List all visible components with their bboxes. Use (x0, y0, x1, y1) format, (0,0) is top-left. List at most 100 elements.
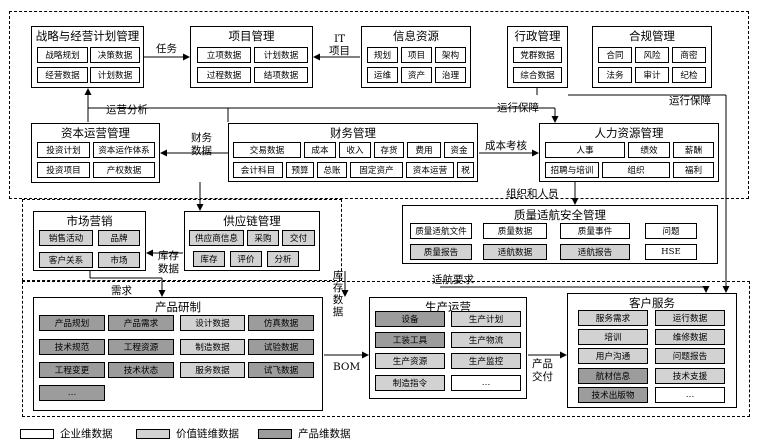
marketing-cell: 市场 (98, 252, 140, 268)
project-cell: 计划数据 (254, 47, 308, 63)
quality-cell: HSE (645, 244, 697, 260)
compliance-cell: 纪检 (672, 67, 706, 83)
rd-cell: 工程变更 (39, 362, 105, 378)
rd-cell: 产品需求 (108, 315, 174, 331)
capital-cell: 资本运作体系 (93, 142, 155, 158)
compliance-cell: 审计 (635, 67, 669, 83)
customer-cell: 维修数据 (655, 329, 725, 345)
rd-cell: 仿真数据 (248, 315, 314, 331)
rd-cell: 制造数据 (180, 339, 245, 355)
supply-cell: 库存 (193, 251, 225, 267)
production-cell: 工装工具 (375, 332, 445, 348)
strategy-group: 战略与经营计划管理 战略规划 决策数据 经营数据 计划数据 (31, 26, 144, 88)
quality-title: 质量适航安全管理 (514, 208, 606, 222)
rd-cell: 设计数据 (180, 315, 245, 331)
finance-cell: 费用 (407, 142, 441, 158)
customer-cell: 用户沟通 (578, 348, 648, 364)
flow-label-it: IT (334, 33, 346, 45)
supply-group: 供应链管理 供应商信息 采购 交付 库存 评价 分析 (184, 211, 320, 271)
quality-cell: 适航报告 (560, 244, 630, 260)
admin-cell: 综合数据 (513, 67, 562, 83)
finance-cell: 预算 (286, 162, 314, 178)
customer-cell: 技术出版物 (578, 387, 648, 403)
flow-label-inventory: 库存 (158, 250, 179, 262)
marketing-title: 市场营销 (66, 214, 113, 228)
rd-cell: 技术规范 (39, 339, 105, 355)
supply-cell: 供应商信息 (189, 230, 244, 246)
strategy-cell: 决策数据 (90, 47, 140, 63)
flow-label-product: 产品 (532, 358, 553, 370)
hr-cell: 组织 (602, 162, 670, 178)
project-group: 项目管理 立项数据 计划数据 过程数据 结项数据 (190, 26, 313, 88)
compliance-cell: 风险 (635, 47, 669, 63)
flow-label-inventory2: 数据 (158, 263, 179, 275)
flow-label-inv-vertical: 库存数据 (332, 270, 344, 318)
rd-cell: 试验数据 (248, 339, 314, 355)
hr-cell: 招聘与培训 (545, 162, 599, 178)
rd-cell: 产品规划 (39, 315, 105, 331)
flow-label-cost: 成本考核 (485, 140, 527, 152)
flow-label-airworthiness: 适航要求 (432, 274, 474, 286)
rd-cell: 服务数据 (180, 362, 245, 378)
customer-group: 客户服务 服务需求 运行数据 培训 维修数据 用户沟通 问题报告 航材信息 技术… (567, 293, 737, 408)
finance-cell: 交易数据 (233, 142, 301, 158)
compliance-cell: 法务 (598, 67, 632, 83)
supply-cell: 交付 (282, 230, 315, 246)
customer-title: 客户服务 (629, 296, 675, 310)
customer-cell: 航材信息 (578, 368, 648, 384)
finance-cell: 总账 (317, 162, 347, 178)
admin-title: 行政管理 (514, 29, 561, 43)
finance-cell: 资本运营 (406, 162, 454, 178)
strategy-cell: 战略规划 (37, 47, 88, 63)
customer-cell: 问题报告 (655, 348, 725, 364)
marketing-cell: 品牌 (98, 230, 140, 246)
capital-title: 资本运营管理 (61, 126, 130, 140)
strategy-cell: 计划数据 (90, 67, 140, 83)
production-cell: … (451, 375, 521, 391)
flow-label-ops-analysis: 运营分析 (106, 104, 148, 116)
marketing-cell: 销售活动 (39, 230, 93, 246)
legend-label-enterprise: 企业维数据 (60, 428, 113, 440)
rd-cell: 技术状态 (108, 362, 174, 378)
project-title: 项目管理 (228, 29, 275, 43)
flow-label-it2: 项目 (329, 45, 350, 57)
legend-label-product: 产品维数据 (298, 428, 351, 440)
legend-swatch-enterprise (20, 429, 54, 439)
enterprise-boundary (9, 11, 749, 199)
info-cell: 治理 (435, 67, 466, 83)
compliance-group: 合规管理 合同 风险 商密 法务 审计 纪检 (592, 26, 712, 88)
hr-cell: 人事 (545, 142, 625, 158)
info-cell: 规划 (367, 47, 398, 63)
flow-label-product2: 交付 (532, 371, 553, 383)
strategy-title: 战略与经营计划管理 (35, 29, 140, 43)
info-cell: 架构 (435, 47, 466, 63)
quality-cell: 适航数据 (483, 244, 547, 260)
production-cell: 生产资源 (375, 353, 445, 369)
hr-cell: 福利 (673, 162, 714, 178)
production-cell: 制造指令 (375, 375, 445, 391)
quality-cell: 质量事件 (560, 223, 630, 239)
hr-cell: 绩效 (628, 142, 670, 158)
rd-cell: 工程资源 (108, 339, 174, 355)
supply-cell: 评价 (230, 251, 262, 267)
flow-label-task: 任务 (156, 43, 177, 55)
capital-cell: 产权数据 (93, 162, 155, 178)
flow-label-ops-support: 运行保障 (497, 102, 539, 114)
production-group: 生产运营 设备 生产计划 工装工具 生产物流 生产资源 生产监控 制造指令 … (369, 297, 527, 399)
capital-group: 资本运营管理 投资计划 资本运作体系 投资项目 产权数据 (31, 123, 160, 183)
info-cell: 项目 (401, 47, 432, 63)
rd-group: 产品研制 产品规划 产品需求 设计数据 仿真数据 技术规范 工程资源 制造数据 … (33, 297, 323, 411)
finance-group: 财务管理 交易数据 成本 收入 存货 费用 资金 会计科目 预算 总账 固定资产… (228, 123, 478, 182)
hr-cell: 薪酬 (673, 142, 714, 158)
finance-cell: 存货 (374, 142, 404, 158)
quality-cell: 质量报告 (410, 244, 472, 260)
production-cell: 生产监控 (451, 353, 521, 369)
rd-cell: 试飞数据 (248, 362, 314, 378)
supply-cell: 采购 (247, 230, 279, 246)
production-cell: 生产计划 (451, 311, 521, 327)
supply-cell: 分析 (267, 251, 299, 267)
finance-cell: 收入 (339, 142, 371, 158)
quality-cell: 质量数据 (483, 223, 547, 239)
